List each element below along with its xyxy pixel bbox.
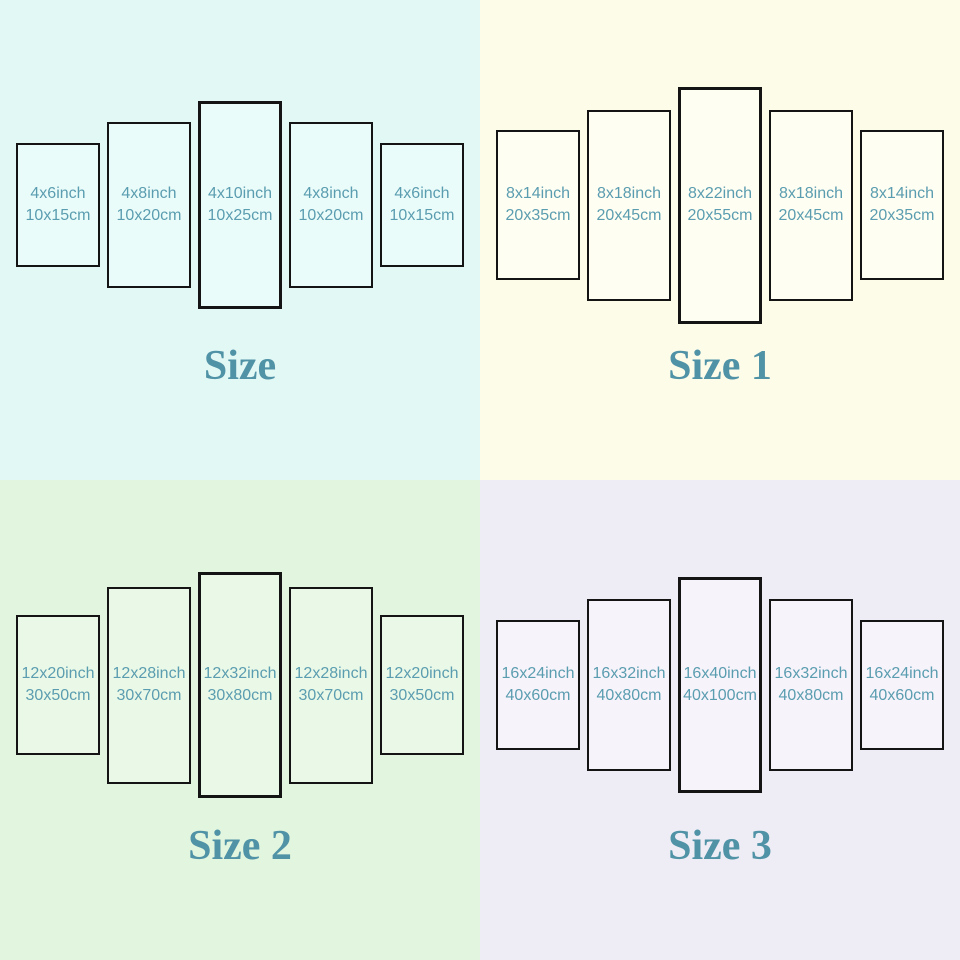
panel-size-label: 4x10inch 10x25cm [208,183,273,227]
canvas-panel: 16x32inch 40x80cm [587,599,671,771]
canvas-panel: 4x6inch 10x15cm [16,143,100,267]
panel-row: 4x6inch 10x15cm 4x8inch 10x20cm 4x10inch… [0,0,480,410]
quadrant-title: Size 1 [668,343,772,389]
quadrant-size-2: 12x20inch 30x50cm 12x28inch 30x70cm 12x3… [0,480,480,960]
panel-size-label: 8x14inch 20x35cm [506,183,571,227]
panel-size-label: 16x32inch 40x80cm [775,663,848,707]
panel-row: 12x20inch 30x50cm 12x28inch 30x70cm 12x3… [0,480,480,890]
panel-size-label: 8x18inch 20x45cm [779,183,844,227]
panel-size-cm: 40x80cm [778,687,844,704]
panel-size-inch: 4x6inch [30,184,86,202]
panel-size-cm: 30x70cm [298,687,364,704]
canvas-panel: 8x22inch 20x55cm [678,86,762,324]
panel-size-cm: 20x35cm [869,207,935,224]
panel-size-inch: 8x22inch [687,184,753,202]
panel-size-inch: 12x28inch [112,664,186,682]
panel-size-label: 4x8inch 10x20cm [299,183,364,227]
panel-size-label: 16x32inch 40x80cm [593,663,666,707]
panel-size-cm: 40x60cm [505,687,571,704]
panel-size-label: 12x20inch 30x50cm [386,663,459,707]
canvas-panel: 8x18inch 20x45cm [769,109,853,301]
quadrant-title: Size [203,343,277,389]
panel-size-cm: 20x45cm [778,207,844,224]
panel-size-inch: 4x10inch [207,184,273,202]
panel-size-inch: 4x6inch [394,184,450,202]
panel-size-cm: 20x35cm [505,207,571,224]
panel-size-inch: 12x32inch [203,664,277,682]
panel-size-inch: 8x18inch [596,184,662,202]
panel-size-inch: 16x24inch [501,664,575,682]
panel-size-label: 16x40inch 40x100cm [683,663,757,707]
panel-row: 8x14inch 20x35cm 8x18inch 20x45cm 8x22in… [480,0,960,410]
panel-size-label: 16x24inch 40x60cm [502,663,575,707]
quadrant-title: Size 2 [188,823,292,869]
panel-size-cm: 40x100cm [683,687,757,704]
panel-size-label: 8x14inch 20x35cm [870,183,935,227]
panel-size-inch: 8x14inch [505,184,571,202]
panel-size-cm: 40x80cm [596,687,662,704]
panel-size-inch: 12x20inch [385,664,459,682]
quadrant-size: 4x6inch 10x15cm 4x8inch 10x20cm 4x10inch… [0,0,480,480]
canvas-panel: 4x8inch 10x20cm [289,122,373,288]
panel-size-cm: 20x45cm [596,207,662,224]
panel-size-inch: 16x40inch [683,664,757,682]
panel-row: 16x24inch 40x60cm 16x32inch 40x80cm 16x4… [480,480,960,890]
quadrant-size-3: 16x24inch 40x60cm 16x32inch 40x80cm 16x4… [480,480,960,960]
panel-size-inch: 16x24inch [865,664,939,682]
panel-size-label: 12x20inch 30x50cm [22,663,95,707]
canvas-panel: 12x20inch 30x50cm [380,615,464,755]
panel-size-cm: 10x25cm [207,207,273,224]
panel-size-label: 12x32inch 30x80cm [204,663,277,707]
canvas-panel: 8x14inch 20x35cm [496,130,580,280]
panel-size-label: 8x22inch 20x55cm [688,183,753,227]
canvas-panel: 16x24inch 40x60cm [496,620,580,750]
panel-size-inch: 12x28inch [294,664,368,682]
panel-size-inch: 16x32inch [774,664,848,682]
panel-size-label: 8x18inch 20x45cm [597,183,662,227]
canvas-panel: 16x40inch 40x100cm [678,577,762,793]
panel-size-label: 12x28inch 30x70cm [113,663,186,707]
panel-size-cm: 30x50cm [389,687,455,704]
canvas-panel: 12x28inch 30x70cm [289,586,373,784]
quadrant-title: Size 3 [668,823,772,869]
quadrant-size-1: 8x14inch 20x35cm 8x18inch 20x45cm 8x22in… [480,0,960,480]
canvas-panel: 4x10inch 10x25cm [198,101,282,309]
panel-size-inch: 8x14inch [869,184,935,202]
panel-size-label: 4x8inch 10x20cm [117,183,182,227]
panel-size-label: 16x24inch 40x60cm [866,663,939,707]
panel-size-label: 12x28inch 30x70cm [295,663,368,707]
panel-size-label: 4x6inch 10x15cm [26,183,91,227]
panel-size-inch: 12x20inch [21,664,95,682]
panel-size-cm: 20x55cm [687,207,753,224]
panel-size-inch: 8x18inch [778,184,844,202]
panel-size-cm: 10x15cm [389,207,455,224]
canvas-panel: 16x32inch 40x80cm [769,599,853,771]
canvas-panel: 12x28inch 30x70cm [107,586,191,784]
panel-size-cm: 10x20cm [298,207,364,224]
panel-size-inch: 4x8inch [121,184,177,202]
panel-size-inch: 16x32inch [592,664,666,682]
panel-size-cm: 10x20cm [116,207,182,224]
canvas-panel: 8x18inch 20x45cm [587,109,671,301]
panel-size-cm: 30x80cm [207,687,273,704]
canvas-panel: 12x32inch 30x80cm [198,572,282,798]
panel-size-cm: 30x50cm [25,687,91,704]
panel-size-cm: 10x15cm [25,207,91,224]
canvas-panel: 12x20inch 30x50cm [16,615,100,755]
panel-size-label: 4x6inch 10x15cm [390,183,455,227]
panel-size-cm: 40x60cm [869,687,935,704]
canvas-panel: 4x6inch 10x15cm [380,143,464,267]
canvas-panel: 16x24inch 40x60cm [860,620,944,750]
canvas-panel: 4x8inch 10x20cm [107,122,191,288]
panel-size-cm: 30x70cm [116,687,182,704]
canvas-panel: 8x14inch 20x35cm [860,130,944,280]
panel-size-inch: 4x8inch [303,184,359,202]
